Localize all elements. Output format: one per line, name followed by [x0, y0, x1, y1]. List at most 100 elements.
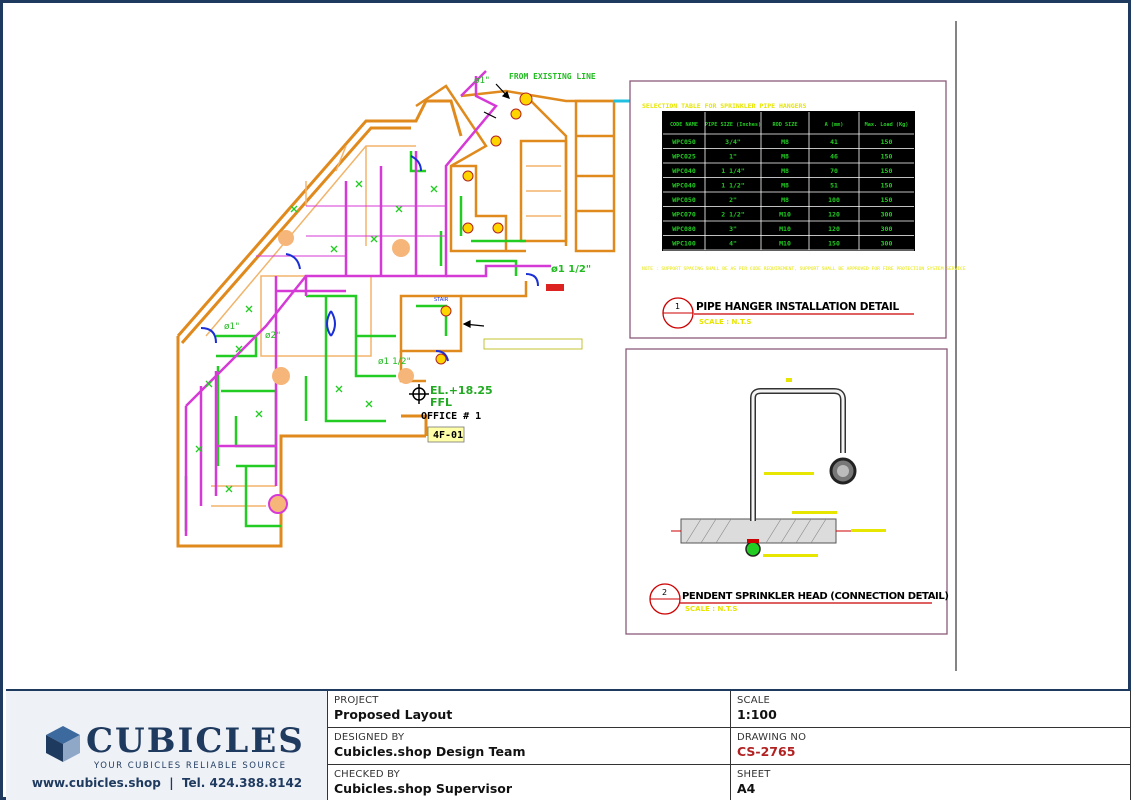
detail-2-title: PENDENT SPRINKLER HEAD (CONNECTION DETAI…: [682, 591, 949, 602]
core-sprinklers: [435, 92, 533, 365]
hanger-table-header: ROD SIZE: [773, 122, 798, 128]
hanger-table-cell: WPC080: [672, 225, 696, 233]
label-pipe-1-top: ø1": [474, 76, 489, 86]
label-pipe-1-half-right: ø1 1/2": [551, 264, 591, 275]
hanger-table-cell: 1 1/4": [721, 167, 745, 175]
project-label: PROJECT: [334, 695, 379, 706]
label-ffl: FFL: [430, 396, 452, 409]
hanger-table-cell: 1": [729, 153, 737, 161]
project-cell: PROJECT Proposed Layout: [328, 691, 731, 728]
sheet-label: SHEET: [737, 769, 771, 780]
building-walls: [176, 99, 463, 548]
hanger-table-cell: M8: [781, 182, 789, 190]
hanger-table-cell: 300: [881, 211, 893, 219]
building-core: [399, 84, 616, 383]
sprinkler-heads: [195, 180, 438, 493]
floor-plan: FROM EXISTING LINE ø1" ø1" ø2" ø1 1/2" ø…: [176, 70, 630, 548]
detail-2-number: 2: [662, 588, 667, 597]
hanger-table-header: PIPE SIZE (Inches): [705, 122, 761, 128]
hanger-table-cell: 150: [881, 167, 893, 175]
hanger-table-header: CODE NAME: [670, 122, 698, 128]
checked-by-cell: CHECKED BY Cubicles.shop Supervisor: [328, 765, 731, 800]
logo-tagline: YOUR CUBICLES RELIABLE SOURCE: [94, 761, 287, 771]
fire-riser: [546, 284, 564, 291]
pendent-sprinkler-head: [745, 541, 761, 557]
detail-pendent-sprinkler: 2 PENDENT SPRINKLER HEAD (CONNECTION DET…: [625, 348, 949, 635]
sprinkler-head-core: [837, 465, 849, 477]
checked-by-value: Cubicles.shop Supervisor: [334, 781, 513, 796]
detail-1-title: PIPE HANGER INSTALLATION DETAIL: [696, 301, 899, 313]
cad-drawing: FROM EXISTING LINE ø1" ø1" ø2" ø1 1/2" ø…: [176, 21, 966, 671]
door-swings: [200, 155, 539, 362]
designed-by-label: DESIGNED BY: [334, 732, 405, 743]
hanger-table-cell: 2": [729, 196, 737, 204]
label-pipe-1-half-mid: ø1 1/2": [378, 357, 411, 367]
sheet-value: A4: [737, 781, 756, 796]
detail-2-callouts: [763, 378, 886, 557]
hanger-table-cell: 300: [881, 225, 893, 233]
scale-cell: SCALE 1:100: [731, 691, 1131, 728]
detail-2-frame: [625, 348, 948, 635]
hanger-table-cell: 4": [729, 240, 737, 248]
detail-2-scale: SCALE : N.T.S: [685, 605, 737, 613]
hanger-table-cell: 120: [828, 225, 840, 233]
sprinkler-pipes: [184, 70, 551, 536]
logo-wordmark: CUBICLES: [86, 721, 305, 761]
hanger-table-cell: M10: [779, 225, 791, 233]
scale-value: 1:100: [737, 707, 777, 722]
drawing-number-cell: DRAWING NO CS-2765: [731, 728, 1131, 765]
hanger-table-cell: WPC050: [672, 196, 696, 204]
hanger-table-title: SELECTION TABLE FOR SPRINKLER PIPE HANGE…: [642, 102, 806, 110]
detail-1-number: 1: [675, 302, 680, 311]
drawing-number-label: DRAWING NO: [737, 732, 807, 743]
hanger-table-cell: 150: [881, 138, 893, 146]
hanger-note: NOTE : SUPPORT SPACING SHALL BE AS PER C…: [642, 266, 966, 272]
hanger-table-header: A (mm): [825, 122, 844, 128]
sheet-cell: SHEET A4: [731, 765, 1131, 800]
columns: [268, 230, 414, 514]
hanger-table-cell: 150: [881, 182, 893, 190]
scale-label: SCALE: [737, 695, 771, 706]
hanger-table-cell: M8: [781, 138, 789, 146]
hanger-table-cell: M10: [779, 240, 791, 248]
title-block: CUBICLES YOUR CUBICLES RELIABLE SOURCE w…: [6, 689, 1131, 800]
pipe-assembly-inner: [751, 389, 845, 521]
hanger-table-cell: M8: [781, 196, 789, 204]
sprinkler-escutcheon: [747, 539, 759, 543]
hanger-table-cell: 150: [828, 240, 840, 248]
leader-arrows: [462, 83, 510, 328]
hanger-table-cell: 70: [830, 167, 838, 175]
label-from-existing-line: FROM EXISTING LINE: [509, 72, 596, 81]
label-pipe-1-left: ø1": [224, 322, 239, 332]
designed-by-value: Cubicles.shop Design Team: [334, 744, 526, 759]
sprinkler-branches: [256, 205, 446, 257]
hanger-table-cell: WPC025: [672, 153, 696, 161]
hanger-table-cell: 3": [729, 225, 737, 233]
label-pipe-2: ø2": [265, 331, 280, 341]
hanger-table-cell: WPC040: [672, 182, 696, 190]
hanger-table-cell: WPC070: [672, 211, 696, 219]
hanger-table-cell: M8: [781, 167, 789, 175]
company-contact: www.cubicles.shop | Tel. 424.388.8142: [31, 776, 303, 790]
slab-hatch: [685, 518, 827, 544]
drawing-number-value: CS-2765: [737, 744, 796, 759]
checked-by-label: CHECKED BY: [334, 769, 400, 780]
annotation-box: [483, 338, 583, 350]
hanger-table-cell: 1 1/2": [721, 182, 745, 190]
cube-logo-icon: [46, 726, 80, 762]
detail-1-scale: SCALE : N.T.S: [699, 318, 751, 326]
hanger-table-header: Max. Load (Kg): [865, 122, 909, 128]
hanger-table-cell: 51: [830, 182, 838, 190]
hanger-table-cell: WPC040: [672, 167, 696, 175]
hanger-table-cell: 150: [881, 196, 893, 204]
interior-partitions: [205, 145, 561, 507]
hanger-table-cell: 46: [830, 153, 838, 161]
project-value: Proposed Layout: [334, 707, 453, 722]
label-office: OFFICE # 1: [421, 411, 481, 422]
hanger-table-cell: 300: [881, 240, 893, 248]
hanger-table-cell: WPC050: [672, 138, 696, 146]
room-tag-box: [427, 426, 465, 443]
hanger-table-cell: 120: [828, 211, 840, 219]
hanger-table-cell: 150: [881, 153, 893, 161]
